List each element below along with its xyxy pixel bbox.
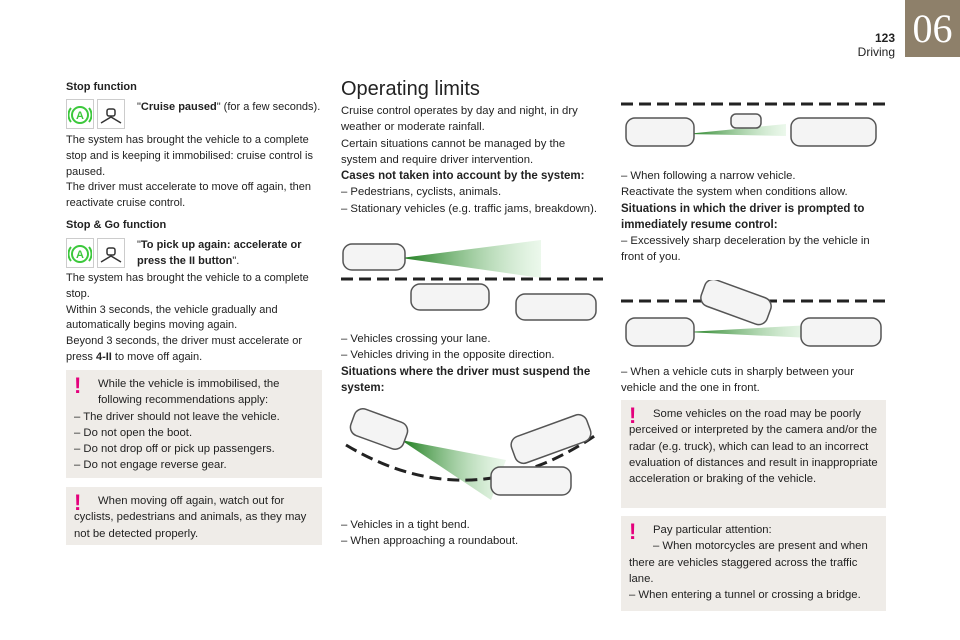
warning-text: When moving off again, watch out for cyc… [74,495,307,540]
warning-box-perception: ! Some vehicles on the road may be poorl… [621,400,886,508]
warning-box-attention: ! Pay particular attention: – When motor… [621,516,886,611]
cruise-a-icon: A [66,238,94,268]
warning-icon: ! [74,490,82,515]
warning-item: – When motorcycles are present and when … [629,540,868,585]
stop-message: Cruise paused [140,101,217,113]
list-item: – Stationary vehicles (e.g. traffic jams… [341,202,597,215]
go-message-row: A "To pick up again: accelerate or press… [66,238,330,270]
list-item: – Excessively sharp deceleration by the … [621,235,870,264]
warning-item: – Do not drop off or pick up passengers. [74,443,275,456]
suspend-title: Situations where the driver must suspend… [341,365,591,394]
warning-icon: ! [74,373,82,398]
not-taken-title: Cases not taken into account by the syst… [341,170,585,183]
list-item: – Vehicles in a tight bend. [341,519,470,531]
list-item: – Pedestrians, cyclists, animals. [341,186,502,199]
warning-text: Pay particular attention: [653,524,772,536]
go-message-rest: ". [232,254,240,267]
middle-column: Operating limits Cruise control operates… [341,77,603,217]
stop-text-2: The driver must accelerate to move off a… [66,181,311,210]
illustration-tight-bend [345,408,597,500]
go-text-block: The system has brought the vehicle to a … [66,271,330,366]
resume-title: Situations in which the driver is prompt… [621,202,865,231]
illustration-narrow-vehicle [621,102,886,147]
stop-go-title: Stop & Go function [66,219,167,231]
warning-item: – The driver should not leave the vehicl… [74,410,280,423]
list-item: – When a vehicle cuts in sharply between… [621,366,854,395]
operating-limits-title: Operating limits [341,78,480,100]
stop-text-block: The system has brought the vehicle to a … [66,133,330,212]
warning-icon: ! [629,519,637,544]
right-column: – When following a narrow vehicle. React… [621,168,886,266]
go-text-3: Beyond 3 seconds, the driver must accele… [66,334,330,366]
go-text-3b: to move off again. [111,350,203,363]
list-item: – When following a narrow vehicle. [621,170,796,182]
stop-text-1: The system has brought the vehicle to a … [66,134,314,178]
go-message: To pick up again: accelerate or press th… [137,239,302,267]
middle-column-bottom: – Vehicles in a tight bend. – When appro… [341,517,603,550]
go-text-2: Within 3 seconds, the vehicle gradually … [66,303,278,332]
intro-text: Cruise control operates by day and night… [341,105,578,134]
list-item: – Vehicles driving in the opposite direc… [341,349,555,362]
illustration-cut-in [621,280,886,347]
car-ahead-icon [97,99,126,129]
body-text: Reactivate the system when conditions al… [621,186,848,199]
warning-text: While the vehicle is immobilised, the fo… [98,378,280,407]
car-ahead-icon [97,238,126,268]
warning-icon: ! [629,403,637,428]
cruise-a-icon: A [66,99,94,129]
right-column-lower: – When a vehicle cuts in sharply between… [621,364,886,397]
warning-item: – When entering a tunnel or crossing a b… [629,589,861,602]
warning-text: Some vehicles on the road may be poorly … [629,408,878,486]
go-text-3a: Beyond 3 seconds, the driver must accele… [66,335,303,363]
stop-message-rest: " (for a few seconds). [216,101,321,113]
chapter-tab: 06 [905,0,960,57]
middle-column-lower: – Vehicles crossing your lane. – Vehicle… [341,331,603,396]
go-text-1: The system has brought the vehicle to a … [66,272,309,300]
warning-item: – Do not engage reverse gear. [74,459,227,472]
svg-text:A: A [76,110,84,122]
section-name: Driving [857,45,895,59]
list-item: – Vehicles crossing your lane. [341,333,491,345]
intro-text: Certain situations cannot be managed by … [341,137,566,166]
warning-box-immobilised: ! While the vehicle is immobilised, the … [66,370,322,478]
warning-box-moving-off: ! When moving off again, watch out for c… [66,487,322,545]
page-number: 123 [874,31,895,45]
list-item: – When approaching a roundabout. [341,535,519,548]
page-header: 123 Driving [858,31,895,59]
warning-item: – Do not open the boot. [74,426,193,439]
illustration-stationary-vehicles [341,240,603,321]
stop-function-title: Stop function [66,81,137,93]
svg-text:A: A [76,249,84,261]
go-button-label: 4-II [95,350,112,363]
stop-message-row: A "Cruise paused" (for a few seconds). [66,99,330,131]
